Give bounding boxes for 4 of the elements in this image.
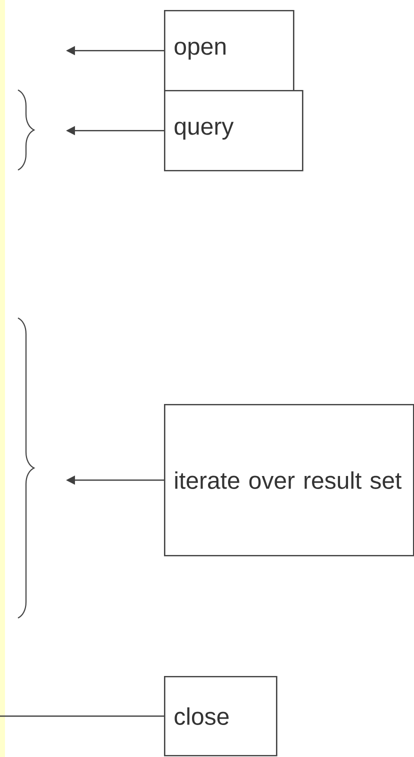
step-box: close [164, 676, 278, 756]
step-box: query [164, 90, 304, 172]
step-box: open [164, 10, 294, 92]
step-box: iterate over result set [164, 404, 414, 556]
